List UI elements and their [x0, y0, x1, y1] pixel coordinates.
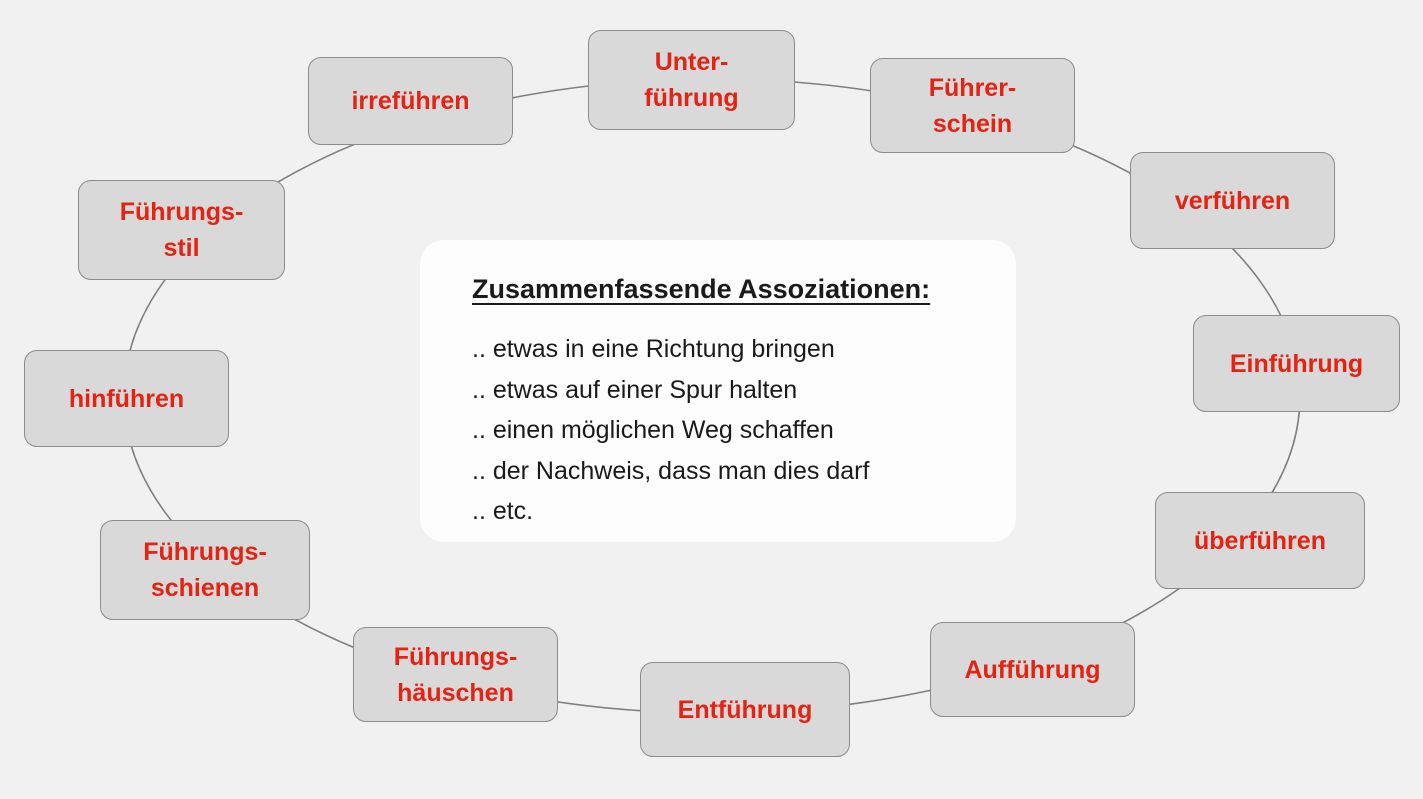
node-label: stil [163, 234, 200, 262]
node-label: Führer- [928, 73, 1017, 102]
node-label: Führungs- [119, 198, 244, 226]
node-hinfuehren: hinführen [24, 350, 229, 447]
association-item: .. etwas auf einer Spur halten [472, 375, 798, 404]
node-label: Unter- [654, 48, 729, 76]
node-fuehrungsschienen: Führungs- schienen [100, 520, 310, 620]
node-einfuehrung: Einführung [1193, 315, 1400, 412]
node-label: Aufführung [964, 655, 1101, 684]
node-ueberfuehren: überführen [1155, 492, 1365, 589]
node-verfuehren: verführen [1130, 152, 1335, 249]
association-item: .. etc. [472, 497, 534, 525]
node-label: hinführen [68, 384, 185, 413]
association-item: .. einen möglichen Weg schaffen [472, 416, 834, 444]
node-label: schienen [150, 574, 260, 602]
node-fuehrungshaeuschen: Führungs- häuschen [353, 627, 558, 722]
node-label: überführen [1194, 526, 1326, 555]
node-label: verführen [1174, 186, 1291, 215]
node-unterfuehrung: Unter- führung [588, 30, 795, 130]
node-fuehrungsstil: Führungs- stil [78, 180, 285, 280]
node-label: Entführung [677, 695, 813, 724]
node-label: führung [644, 84, 739, 112]
association-item: .. der Nachweis, dass man dies darf [472, 456, 870, 485]
node-auffuehrung: Aufführung [930, 622, 1135, 717]
node-label: schein [932, 109, 1013, 138]
associations-title: Zusammenfassende Assoziationen: [472, 274, 931, 304]
node-label: irreführen [351, 87, 470, 115]
node-label: Führungs- [393, 642, 518, 671]
node-label: Führungs- [143, 538, 267, 566]
node-fuehrerschein: Führer- schein [870, 58, 1075, 153]
associations-box: Zusammenfassende Assoziationen: .. etwas… [420, 240, 1016, 542]
node-label: Einführung [1229, 349, 1364, 378]
node-entfuehrung: Entführung [640, 662, 850, 757]
node-irrefuehren: irreführen [308, 57, 513, 145]
association-item: .. etwas in eine Richtung bringen [472, 335, 835, 363]
node-label: häuschen [397, 678, 514, 707]
